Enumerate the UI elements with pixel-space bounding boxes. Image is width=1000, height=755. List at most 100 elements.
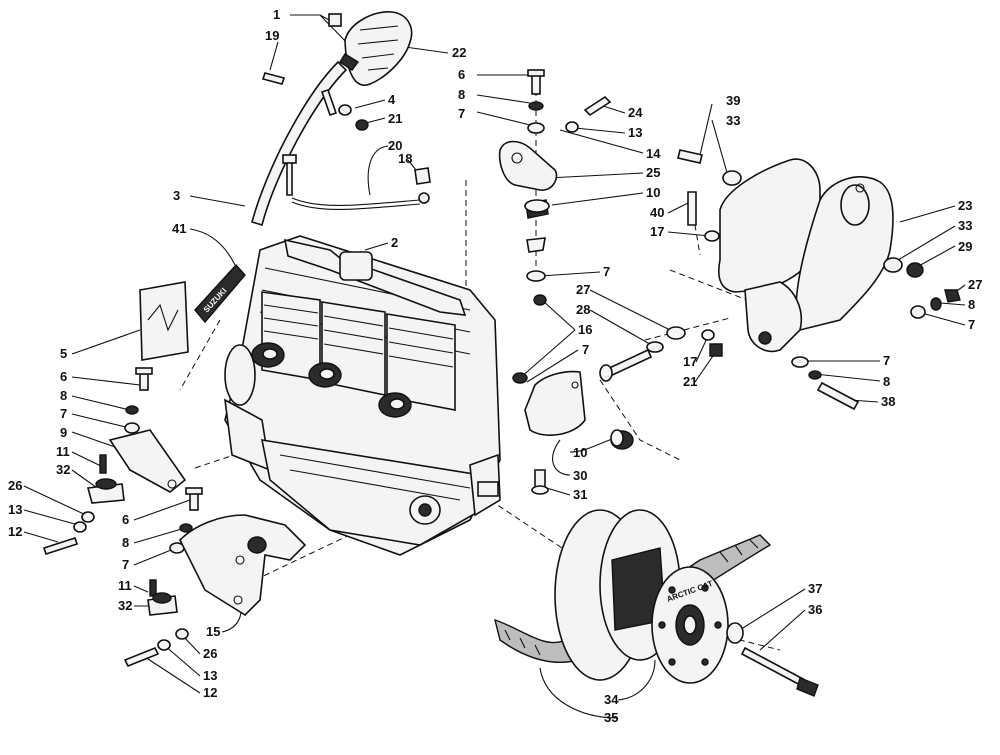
part-27-nut	[944, 289, 961, 303]
callout-c18: 18	[398, 151, 412, 166]
callout-c19: 19	[265, 28, 279, 43]
rear-mount-plates	[677, 149, 961, 411]
callout-c1: 1	[273, 7, 280, 22]
part-16-nut-top	[533, 294, 547, 306]
callout-c28: 28	[576, 302, 590, 317]
callout-c8d: 8	[60, 388, 67, 403]
part-mount-block	[744, 281, 802, 352]
callout-c12a: 12	[8, 524, 22, 539]
part-22-cover	[344, 11, 413, 86]
drive-clutch-group: ARCTIC CAT	[494, 509, 819, 697]
part-41-emblem	[194, 263, 246, 324]
callout-c31: 31	[573, 487, 587, 502]
part-11-bolt-lower	[149, 579, 157, 597]
callout-c6a: 6	[458, 67, 465, 82]
part-7-washer-upper	[527, 122, 545, 134]
part-22-fitting	[339, 53, 360, 71]
part-7-washer-left	[124, 422, 140, 434]
callout-c21b: 21	[683, 374, 697, 389]
callout-c41: 41	[172, 221, 186, 236]
callout-c9: 9	[60, 425, 67, 440]
callout-c11b: 11	[118, 578, 132, 593]
part-26-washer-lower	[175, 628, 189, 640]
callout-c8c: 8	[883, 374, 890, 389]
callout-c7c: 7	[603, 264, 610, 279]
part-11-bolt-left	[99, 454, 107, 474]
callout-c8a: 8	[458, 87, 465, 102]
callout-c26a: 26	[8, 478, 22, 493]
front-mount-hardware	[498, 69, 612, 306]
part-8-lockwasher-upper	[528, 101, 544, 111]
callout-c33b: 33	[958, 218, 972, 233]
callout-c10b: 10	[573, 445, 587, 460]
callout-c17b: 17	[683, 354, 697, 369]
callout-c13b: 13	[8, 502, 22, 517]
callout-c6b: 6	[60, 369, 67, 384]
callout-c3: 3	[173, 188, 180, 203]
callout-c2: 2	[391, 235, 398, 250]
part-13-washer-left	[73, 521, 87, 533]
part-damper	[526, 237, 546, 253]
part-27-washer-center	[646, 341, 664, 353]
part-33-washer-right	[883, 257, 903, 273]
callout-c32a: 32	[56, 462, 70, 477]
throttle-cable-group	[251, 11, 431, 227]
callout-c37: 37	[808, 581, 822, 596]
part-17-washer	[704, 230, 720, 242]
callout-c14: 14	[646, 146, 661, 161]
callout-c7g: 7	[122, 557, 129, 572]
callout-c15: 15	[206, 624, 220, 639]
part-13-washer	[565, 121, 579, 133]
part-8-lockwasher-left	[125, 405, 139, 415]
part-26-washer-left	[81, 511, 95, 523]
decals: SUZUKI	[139, 263, 246, 361]
callout-c5: 5	[60, 346, 67, 361]
part-5-decal-plate	[139, 281, 189, 361]
part-20-ring	[418, 192, 430, 204]
part-7-washer-lower-right	[791, 356, 809, 368]
part-21-nut	[355, 119, 369, 131]
callout-c6c: 6	[122, 512, 129, 527]
part-8-lockwasher-lower-right	[808, 370, 822, 380]
leader-lines	[23, 14, 966, 719]
callout-c26b: 26	[203, 646, 217, 661]
part-3-cable	[251, 60, 348, 227]
part-4-washer	[338, 104, 352, 116]
part-21-nut-center	[709, 343, 723, 357]
motor-mount-bolt-set	[512, 326, 723, 495]
callout-c22: 22	[452, 45, 466, 60]
part-33-washer-left	[722, 170, 742, 186]
callout-c13a: 13	[628, 125, 642, 140]
callout-c7e: 7	[883, 353, 890, 368]
callout-c36: 36	[808, 602, 822, 617]
part-20-bolt	[286, 159, 293, 196]
part-8-lockwasher-right	[930, 297, 942, 311]
callout-c17a: 17	[650, 224, 664, 239]
callout-c38: 38	[881, 394, 895, 409]
engine-assembly	[224, 235, 501, 556]
part-24-bolt	[583, 95, 612, 117]
callout-c7d: 7	[582, 342, 589, 357]
callout-c7a: 7	[458, 106, 465, 121]
callout-c23: 23	[958, 198, 972, 213]
part-37-washer	[726, 622, 744, 644]
callout-c30: 30	[573, 468, 587, 483]
callout-c24: 24	[628, 105, 643, 120]
callout-c34: 34	[604, 692, 619, 707]
part-4-bracket	[320, 88, 338, 117]
part-18-nut	[414, 167, 431, 185]
left-engine-mounts	[42, 367, 307, 668]
fuel-rail	[283, 238, 467, 316]
part-17-washer-center	[701, 329, 715, 341]
part-29-nut	[906, 262, 924, 278]
part-2-carb-top	[339, 251, 373, 281]
part-38-bolt	[816, 381, 860, 411]
callout-c27b: 27	[576, 282, 590, 297]
callout-c7b: 7	[968, 317, 975, 332]
callout-c4: 4	[388, 92, 396, 107]
part-7-washer-center	[666, 326, 686, 340]
part-19-screw	[261, 72, 286, 85]
